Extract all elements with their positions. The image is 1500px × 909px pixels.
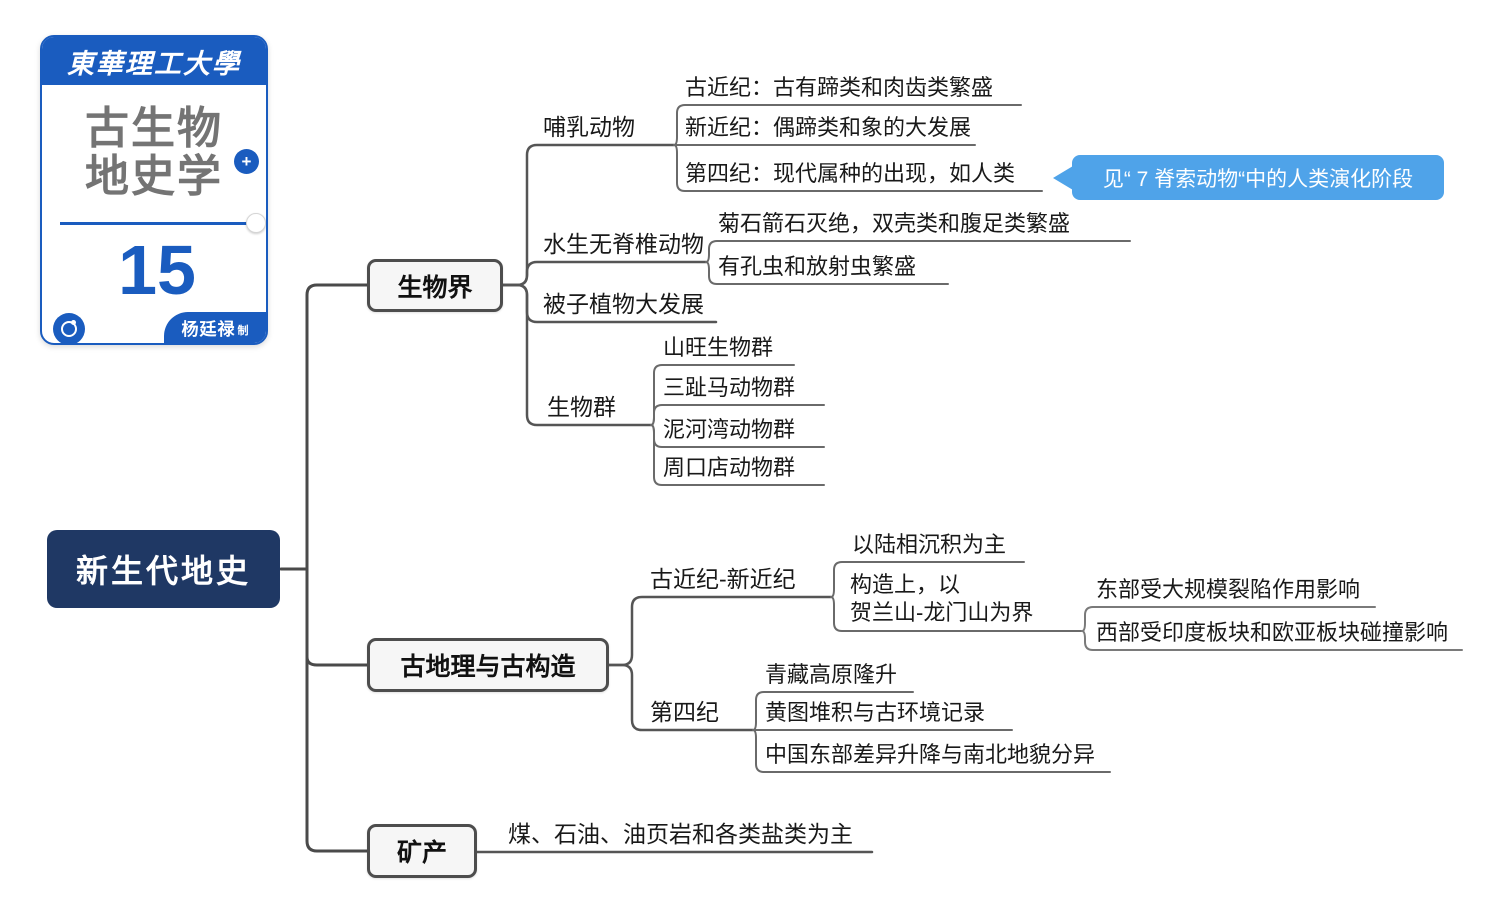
level2-connectors [475, 143, 874, 854]
course-card: 東華理工大學 古生物 地史学 + 15 杨廷禄 制 [40, 35, 268, 345]
branch-minerals[interactable]: 矿产 [367, 824, 477, 878]
connector-aquatic-ammonite [705, 240, 1131, 263]
connector-tectonic-east [1081, 606, 1376, 632]
connector-mammals-quaternary [673, 144, 1043, 192]
connector-biosphere-biota [501, 283, 653, 427]
node-mammals-neogene[interactable]: 新近纪：偶蹄类和象的大发展 [685, 115, 972, 140]
node-biota-nihewan[interactable]: 泥河湾动物群 [663, 417, 796, 442]
connector-aquatic-foram [705, 261, 949, 285]
branch-paleogeo[interactable]: 古地理与古构造 [367, 638, 609, 692]
node-foraminifera[interactable]: 有孔虫和放射虫繁盛 [718, 254, 917, 279]
connector-trunk-paleogeo [305, 653, 369, 667]
level3-connectors [650, 104, 1131, 773]
connector-biosphere-aquatic [501, 260, 708, 287]
connector-paleogeo-paleogene [607, 595, 833, 667]
chapter-number: 15 [118, 231, 196, 309]
connector-biota-zhoukoudian [650, 424, 825, 486]
node-mammals-quaternary[interactable]: 第四纪：现代属种的出现，如人类 [685, 161, 1016, 186]
connector-quaternary-east [752, 729, 1111, 773]
node-loess-record[interactable]: 黄图堆积与古环境记录 [765, 700, 986, 725]
connector-paleogene-sediment [830, 561, 1025, 598]
branch-biosphere[interactable]: 生物界 [367, 259, 503, 312]
author-badge: 杨廷禄 制 [164, 312, 266, 343]
node-biota-zhoukoudian[interactable]: 周口店动物群 [663, 455, 796, 480]
node-tectonic-boundary-line2: 贺兰山-龙门山为界 [850, 600, 1034, 625]
node-paleogene-neogene[interactable]: 古近纪-新近纪 [650, 566, 796, 592]
node-tectonic-boundary[interactable]: 构造上，以 贺兰山-龙门山为界 [850, 571, 1033, 627]
connector-paleogene-tectonic [830, 596, 1083, 632]
university-name: 東華理工大學 [42, 37, 266, 85]
university-logo-icon [53, 313, 85, 343]
node-east-china-differential[interactable]: 中国东部差异升降与南北地貌分异 [765, 742, 1096, 767]
course-title: 古生物 地史学 [42, 105, 266, 201]
node-biota[interactable]: 生物群 [547, 394, 616, 420]
node-ammonite-extinction[interactable]: 菊石箭石灭绝，双壳类和腹足类繁盛 [718, 211, 1071, 236]
divider-dot [246, 213, 266, 233]
node-biota-shanwang[interactable]: 山旺生物群 [663, 335, 774, 360]
node-east-rifting[interactable]: 东部受大规模裂陷作用影响 [1096, 577, 1361, 602]
course-title-line2: 地史学 [85, 152, 223, 201]
node-angiosperm[interactable]: 被子植物大发展 [543, 291, 704, 317]
callout-human-evolution[interactable]: 见“ 7 脊索动物“中的人类演化阶段 [1072, 155, 1444, 200]
plus-icon: + [234, 149, 259, 174]
author-suffix: 制 [237, 324, 249, 337]
connector-trunk-minerals [305, 567, 369, 853]
node-mammals-paleogene[interactable]: 古近纪：古有蹄类和肉齿类繁盛 [685, 75, 994, 100]
connector-trunk-biosphere [305, 283, 369, 571]
root-node[interactable]: 新生代地史 [47, 530, 280, 608]
level4-connectors [1081, 606, 1463, 651]
connector-biota-hipparion [650, 404, 825, 426]
node-quaternary[interactable]: 第四纪 [650, 699, 719, 725]
trunk-connectors [279, 283, 369, 853]
node-biota-hipparion[interactable]: 三趾马动物群 [663, 375, 796, 400]
card-divider [60, 222, 254, 225]
node-aquatic-invertebrates[interactable]: 水生无脊椎动物 [543, 231, 704, 257]
connector-tectonic-west [1081, 630, 1463, 651]
node-west-collision[interactable]: 西部受印度板块和欧亚板块碰撞影响 [1096, 620, 1449, 645]
course-title-line1: 古生物 [85, 104, 223, 153]
node-mineral-types[interactable]: 煤、石油、油页岩和各类盐类为主 [508, 821, 853, 847]
node-tibet-uplift[interactable]: 青藏高原隆升 [765, 662, 898, 687]
node-tectonic-boundary-line1: 构造上，以 [850, 572, 961, 597]
node-continental-sediment[interactable]: 以陆相沉积为主 [852, 532, 1007, 557]
author-name: 杨廷禄 [181, 320, 236, 339]
connector-paleogeo-quaternary [607, 663, 755, 732]
node-mammals[interactable]: 哺乳动物 [543, 114, 635, 140]
